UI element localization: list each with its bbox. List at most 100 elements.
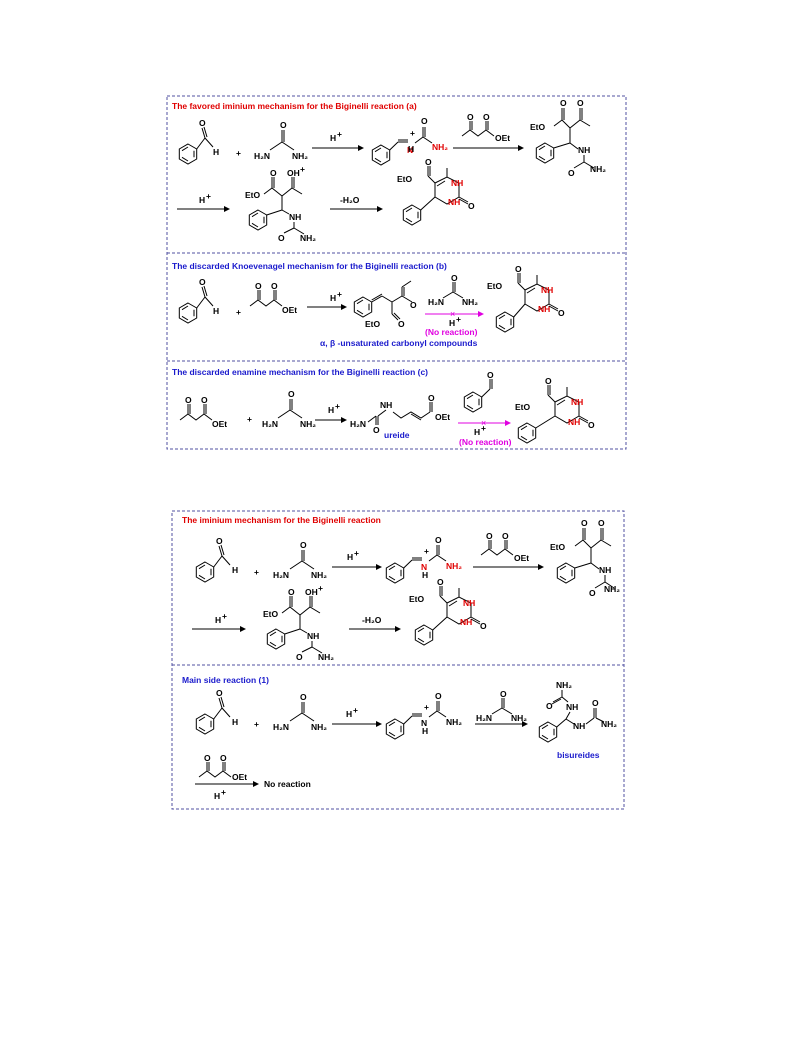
svg-text:H₂N: H₂N <box>262 419 278 429</box>
svg-text:O: O <box>546 701 553 711</box>
title-c: The discarded enamine mechanism for the … <box>172 367 428 377</box>
atom-n: N <box>407 145 413 155</box>
svg-text:O: O <box>255 281 262 291</box>
svg-text:O: O <box>185 395 192 405</box>
no-reaction-c: (No reaction) <box>459 437 512 447</box>
svg-text:EtO: EtO <box>550 542 566 552</box>
no-reaction-side: No reaction <box>264 779 311 789</box>
svg-text:O: O <box>398 319 405 329</box>
svg-text:O: O <box>502 531 509 541</box>
svg-text:NH: NH <box>460 617 472 627</box>
svg-text:+: + <box>337 129 342 139</box>
svg-text:H₂N: H₂N <box>273 722 289 732</box>
title-a: The favored iminium mechanism for the Bi… <box>172 101 417 111</box>
urea-a1: O H₂N NH₂ <box>254 120 308 161</box>
svg-text:+: + <box>247 414 252 424</box>
svg-text:O: O <box>410 300 417 310</box>
svg-text:H: H <box>449 318 455 328</box>
svg-text:H₂N: H₂N <box>350 419 366 429</box>
svg-text:H: H <box>346 709 352 719</box>
urea-p2b: O H₂N NH₂ <box>273 692 327 732</box>
title-main: The iminium mechanism for the Biginelli … <box>182 515 381 525</box>
urea-c: O H₂N NH₂ <box>262 389 316 429</box>
svg-text:×: × <box>450 309 455 319</box>
svg-text:NH₂: NH₂ <box>590 164 606 174</box>
atom-o: O <box>421 116 428 126</box>
atom-h2n: H₂N <box>254 151 270 161</box>
svg-text:NH: NH <box>599 565 611 575</box>
atom-nh2: NH₂ <box>292 151 308 161</box>
svg-text:NH: NH <box>451 178 463 188</box>
svg-text:NH: NH <box>463 598 475 608</box>
svg-text:H₂N: H₂N <box>273 570 289 580</box>
svg-text:O: O <box>581 518 588 528</box>
svg-text:H: H <box>422 726 428 736</box>
atom-o: O <box>199 118 206 128</box>
adduct-p2: O O EtO NH O NH₂ <box>550 518 620 598</box>
svg-text:O: O <box>545 376 552 386</box>
iminium-a: N + O H NH₂ <box>371 116 448 166</box>
dhpm-c: NH NH O O EtO <box>515 376 595 444</box>
svg-text:O: O <box>468 201 475 211</box>
svg-text:O: O <box>437 577 444 587</box>
svg-text:NH₂: NH₂ <box>446 561 462 571</box>
svg-text:H: H <box>408 144 414 154</box>
svg-text:NH: NH <box>571 397 583 407</box>
svg-text:+: + <box>481 423 486 433</box>
atom-o: O <box>280 120 287 130</box>
svg-text:O: O <box>486 531 493 541</box>
svg-text:O: O <box>435 691 442 701</box>
svg-text:OH: OH <box>305 587 318 597</box>
atom-nh2: NH₂ <box>432 142 448 152</box>
svg-text:OEt: OEt <box>435 412 450 422</box>
svg-text:O: O <box>483 112 490 122</box>
urea-b: O H₂N NH₂ <box>428 273 478 307</box>
benzaldehyde-p2b: O H <box>195 688 238 735</box>
svg-text:H₂N: H₂N <box>476 713 492 723</box>
svg-text:-H₂O: -H₂O <box>340 195 360 205</box>
svg-text:NH₂: NH₂ <box>318 652 334 662</box>
svg-text:OEt: OEt <box>212 419 227 429</box>
svg-text:NH: NH <box>448 197 460 207</box>
panel-1: The favored iminium mechanism for the Bi… <box>166 95 627 450</box>
svg-text:O: O <box>288 587 295 597</box>
svg-text:O: O <box>300 692 307 702</box>
ethyl-acetoacetate-a: O O OEt <box>461 112 510 143</box>
svg-text:H: H <box>330 293 336 303</box>
svg-text:O: O <box>598 518 605 528</box>
svg-text:OEt: OEt <box>514 553 529 563</box>
svg-text:EtO: EtO <box>515 402 531 412</box>
svg-text:O: O <box>271 281 278 291</box>
ethyl-acetoacetate-b: O O OEt <box>249 281 297 315</box>
svg-text:×: × <box>481 418 486 428</box>
bisureides-label: bisureides <box>557 750 600 760</box>
benzaldehyde-a1: O H <box>178 118 219 165</box>
ureide-label: ureide <box>384 430 410 440</box>
svg-text:+: + <box>221 787 226 797</box>
svg-text:H: H <box>232 565 238 575</box>
dhpm-b: NH NH O O EtO <box>487 264 565 333</box>
panel-2-frame <box>171 510 625 810</box>
svg-text:+: + <box>318 583 323 593</box>
title-side: Main side reaction (1) <box>182 675 269 685</box>
iminium-side: N + O H NH₂ <box>385 691 462 740</box>
no-reaction-b: (No reaction) <box>425 327 478 337</box>
benzaldehyde-c: O <box>463 370 494 413</box>
svg-text:H: H <box>214 791 220 801</box>
atom-h: H <box>213 147 219 157</box>
knoevenagel-product: O O EtO <box>353 280 417 329</box>
bisureide: NH₂ O NH NH O NH₂ <box>538 680 617 743</box>
svg-text:O: O <box>577 98 584 108</box>
svg-text:+: + <box>222 611 227 621</box>
urea-side-reagent: O H₂N NH₂ <box>476 689 527 723</box>
svg-text:H: H <box>215 615 221 625</box>
svg-text:NH: NH <box>578 145 590 155</box>
dhpm-a: NH NH O O EtO <box>397 157 475 226</box>
svg-text:EtO: EtO <box>487 281 503 291</box>
svg-text:H: H <box>232 717 238 727</box>
svg-text:-H₂O: -H₂O <box>362 615 382 625</box>
svg-text:O: O <box>560 98 567 108</box>
svg-text:EtO: EtO <box>530 122 546 132</box>
ab-unsaturated-label: α, β -unsaturated carbonyl compounds <box>320 338 478 348</box>
svg-text:+: + <box>254 567 259 577</box>
